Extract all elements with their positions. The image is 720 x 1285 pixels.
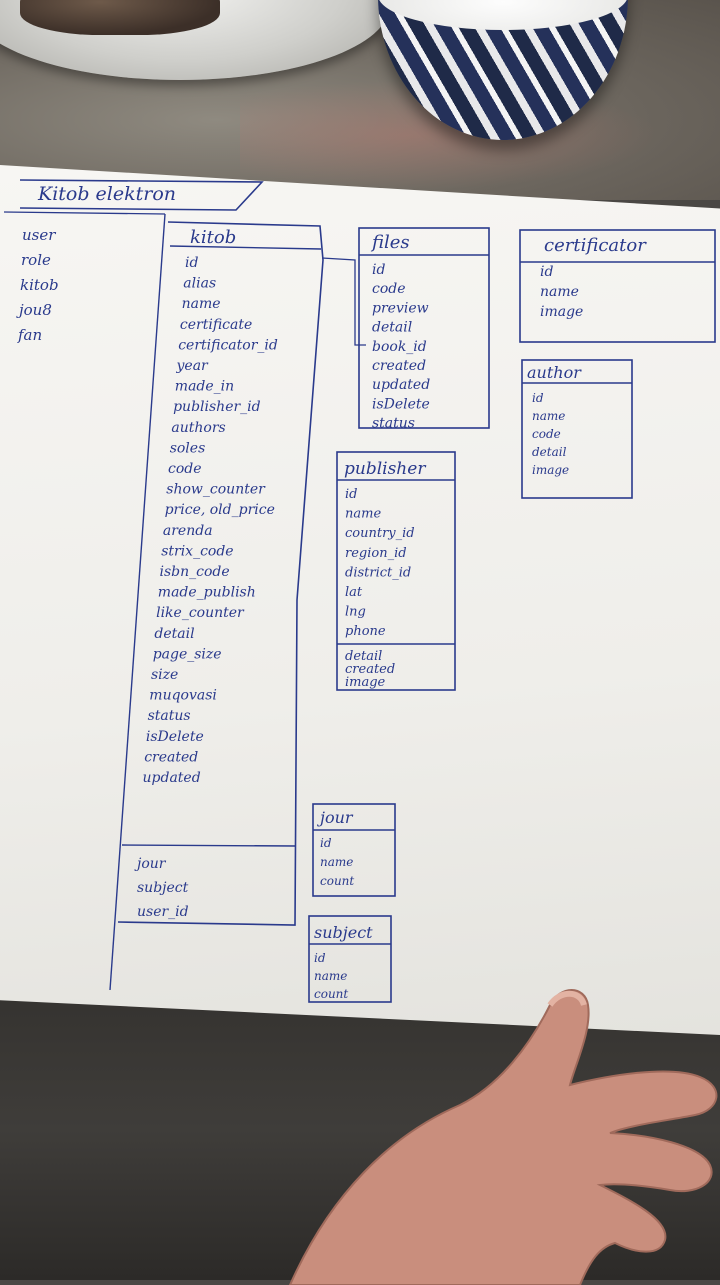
field-files: code bbox=[372, 281, 406, 297]
field-files: preview bbox=[372, 300, 429, 316]
field-kitob: strix_code bbox=[161, 543, 233, 559]
field-files: updated bbox=[372, 377, 430, 393]
title-banner bbox=[19, 179, 264, 211]
field-kitob: muqovasi bbox=[149, 688, 217, 704]
field-subject: count bbox=[314, 987, 348, 1001]
field-author: detail bbox=[532, 445, 567, 459]
field-kitob: authors bbox=[171, 420, 225, 436]
field-files: status bbox=[372, 416, 415, 432]
field-kitob: code bbox=[168, 461, 202, 477]
field-kitob: page_size bbox=[153, 646, 222, 662]
field-publisher: name bbox=[345, 507, 381, 522]
paper-sheet bbox=[0, 165, 720, 1035]
sidebar-entity: role bbox=[21, 251, 51, 269]
field-author: id bbox=[532, 391, 544, 405]
sidebar-entity: jou8 bbox=[16, 301, 52, 319]
field-publisher: district_id bbox=[345, 565, 411, 580]
kitob-table-border bbox=[117, 221, 324, 926]
table-title-subject: subject bbox=[314, 923, 373, 942]
field-subject: id bbox=[314, 951, 326, 965]
field-publisher: phone bbox=[345, 624, 386, 639]
field-kitob: like_counter bbox=[156, 605, 245, 621]
field-kitob: soles bbox=[170, 440, 206, 456]
sidebar-entity: kitob bbox=[20, 276, 59, 294]
kitob-header-line bbox=[169, 245, 322, 250]
table-title-certificator: certificator bbox=[544, 235, 647, 256]
field-kitob: created bbox=[144, 749, 198, 765]
field-kitob: publisher_id bbox=[173, 399, 261, 415]
field-kitob: made_publish bbox=[158, 585, 256, 601]
field-jour: name bbox=[320, 855, 353, 869]
field-kitob: status bbox=[148, 708, 191, 724]
field-kitob: updated bbox=[143, 770, 201, 786]
extra-field-kitob: jour bbox=[134, 856, 167, 872]
author-table-border bbox=[521, 359, 633, 499]
field-files: isDelete bbox=[372, 396, 430, 412]
field-publisher: lng bbox=[345, 605, 366, 620]
kitob-extra-divider bbox=[121, 844, 297, 847]
field-certificator: id bbox=[540, 264, 553, 280]
connector-kitob-files bbox=[321, 257, 366, 346]
extra-field-publisher: detail bbox=[345, 649, 382, 664]
field-kitob: name bbox=[182, 296, 221, 312]
extra-field-kitob: subject bbox=[137, 880, 189, 896]
field-certificator: name bbox=[540, 284, 579, 300]
subject-table-border bbox=[308, 915, 392, 1003]
extra-field-publisher: image bbox=[345, 675, 386, 690]
files-table-border bbox=[358, 227, 490, 429]
table-title-files: files bbox=[370, 232, 410, 253]
table-title-publisher: publisher bbox=[344, 459, 426, 479]
field-kitob: size bbox=[151, 667, 178, 683]
notebook-title: Kitob elektron bbox=[37, 183, 176, 205]
field-publisher: region_id bbox=[345, 546, 407, 561]
hand bbox=[288, 989, 718, 1285]
field-files: book_id bbox=[372, 339, 427, 355]
field-kitob: price, old_price bbox=[165, 502, 275, 518]
field-publisher: id bbox=[345, 487, 357, 502]
sidebar-entity: user bbox=[22, 226, 56, 244]
certificator-table-border bbox=[519, 229, 716, 343]
field-kitob: detail bbox=[154, 626, 194, 642]
field-kitob: arenda bbox=[163, 523, 213, 539]
table-title-author: author bbox=[527, 363, 582, 382]
field-kitob: certificate bbox=[180, 317, 252, 333]
field-jour: count bbox=[320, 874, 354, 888]
plate-food bbox=[20, 0, 220, 35]
field-kitob: year bbox=[176, 358, 210, 374]
field-author: image bbox=[532, 463, 569, 477]
field-author: code bbox=[532, 427, 561, 441]
field-kitob: id bbox=[185, 255, 198, 271]
extra-field-publisher: created bbox=[345, 662, 395, 677]
field-files: detail bbox=[372, 320, 412, 336]
field-kitob: alias bbox=[183, 276, 216, 292]
extra-field-kitob: user_id bbox=[137, 904, 189, 920]
field-jour: id bbox=[320, 836, 332, 850]
schema-tables: kitob id alias name certificate certificator_… bbox=[134, 227, 647, 1001]
title-underline bbox=[3, 211, 166, 215]
table-title-kitob: kitob bbox=[190, 227, 236, 248]
publisher-table-border bbox=[336, 451, 456, 691]
field-files: created bbox=[372, 358, 426, 374]
field-files: id bbox=[372, 262, 385, 278]
jour-table-border bbox=[312, 803, 396, 897]
field-certificator: image bbox=[540, 304, 583, 320]
sidebar-divider bbox=[109, 213, 166, 991]
field-publisher: country_id bbox=[345, 526, 415, 541]
sidebar-entity-list: user role kitob jou8 fan bbox=[16, 226, 59, 344]
table-title-jour: jour bbox=[317, 808, 354, 827]
field-subject: name bbox=[314, 969, 347, 983]
field-kitob: made_in bbox=[175, 379, 234, 395]
field-kitob: certificator_id bbox=[178, 337, 278, 353]
sidebar-entity: fan bbox=[17, 326, 42, 344]
field-kitob: isDelete bbox=[146, 729, 204, 745]
field-kitob: show_counter bbox=[166, 482, 266, 498]
field-kitob: isbn_code bbox=[160, 564, 230, 580]
field-publisher: lat bbox=[345, 585, 363, 600]
field-author: name bbox=[532, 409, 565, 423]
